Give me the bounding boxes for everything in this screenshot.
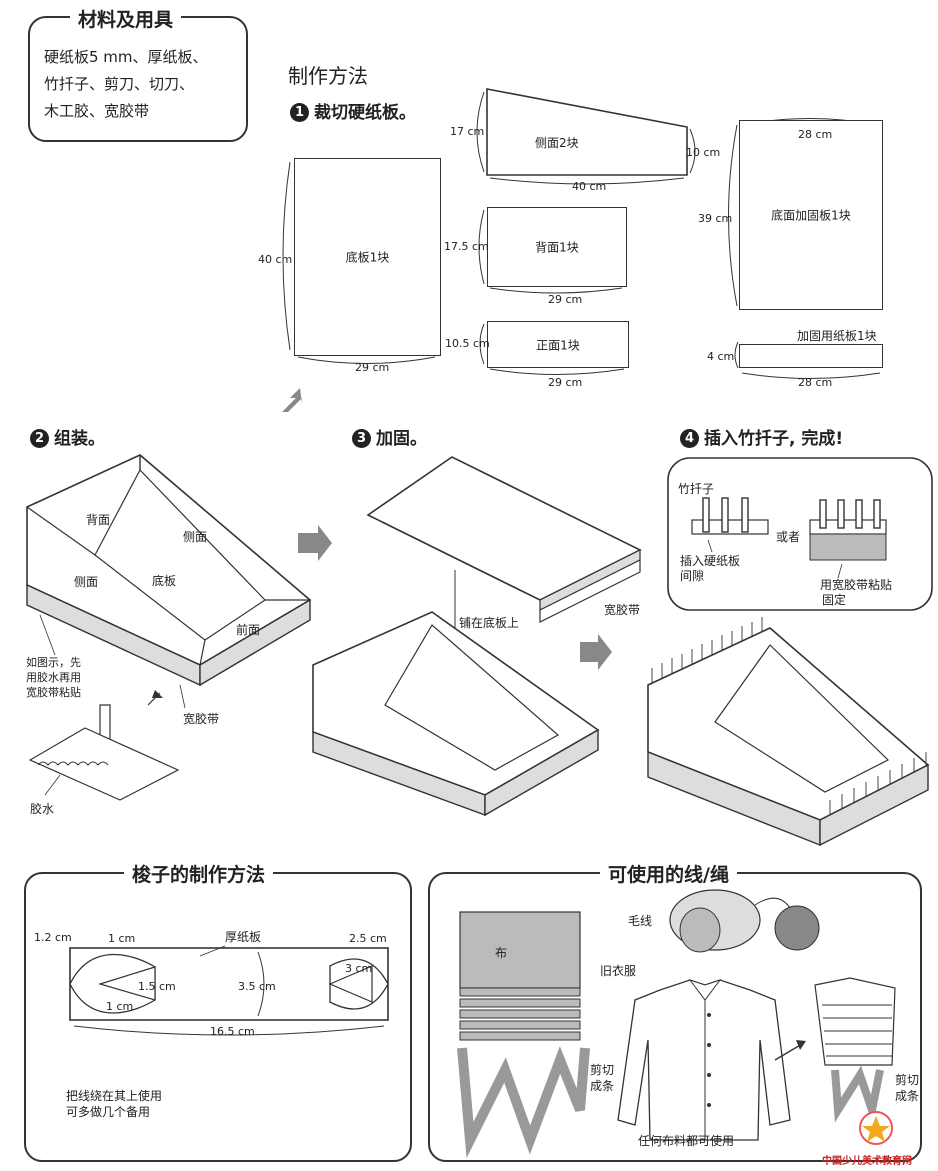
materials-line: 竹扦子、剪刀、切刀、 [44,75,195,93]
step1-heading: 1 裁切硬纸板。 [290,98,416,123]
step3-heading: 3 加固。 [352,424,427,449]
side-width-dim: 40 cm [572,180,607,193]
tape-fix-label: 用宽胶带粘贴 固定 [820,578,892,608]
front-width-dim: 29 cm [548,376,583,389]
shuttle-material-label: 厚纸板 [225,930,262,944]
step-number-badge: 1 [290,103,309,122]
tape-fix-line: 固定 [822,593,847,607]
note-line: 如图示，先 [26,656,81,669]
front-piece-label: 正面1块 [536,338,580,352]
strip-piece [739,344,883,368]
shuttle-dim-g: 3 cm [345,962,373,975]
shuttle-dim-a: 1.2 cm [34,931,72,944]
front-piece: 正面1块 [487,321,629,368]
step-number-badge: 2 [30,429,49,448]
cut-line: 剪切 [590,1063,615,1077]
back-piece-label: 背面1块 [535,240,579,255]
shuttle-dim-d: 1 cm [106,1000,134,1013]
materials-line: 木工胶、宽胶带 [44,102,150,120]
cut-strips-label-1: 剪切 成条 [590,1062,614,1094]
step2-title: 组装。 [54,429,105,449]
cut-line: 剪切 [895,1073,920,1087]
reinforce-tape-label: 宽胶带 [604,603,641,617]
strip-piece-label: 加固用纸板1块 [797,329,877,343]
materials-line: 硬纸板5 mm、厚纸板、 [44,48,208,66]
strip-height-dim: 4 cm [707,350,735,363]
shuttle-dim-b: 1 cm [108,932,136,945]
step4-heading: 4 插入竹扦子, 完成! [680,424,843,449]
cut-line: 成条 [590,1079,615,1093]
materials-title: 材料及用具 [70,5,182,32]
insert-gap-label: 插入硬纸板 间隙 [680,554,740,584]
assembly-note: 如图示，先 用胶水再用 宽胶带粘贴 [26,655,81,700]
tape-fix-line: 用宽胶带粘贴 [820,578,893,592]
front-height-dim: 10.5 cm [445,337,490,350]
yarn-label: 毛线 [628,914,653,928]
watermark-text: 中国少儿美术教育网 [822,1156,912,1167]
shuttle-dim-f: 2.5 cm [349,932,387,945]
step4-title: 插入竹扦子, 完成! [704,429,844,449]
shuttle-note-line: 把线绕在其上使用 [66,1089,163,1103]
reinforce-piece: 底面加固板1块 [739,120,883,310]
threads-note: 任何布料都可使用 [638,1134,735,1148]
shuttle-note-line: 可多做几个备用 [66,1105,151,1119]
back-piece: 背面1块 [487,207,627,287]
lay-on-base-label: 铺在底板上 [459,616,520,630]
base-piece-label: 底板1块 [345,250,390,265]
reinforce-height-dim: 39 cm [698,212,733,225]
method-title: 制作方法 [288,64,368,88]
assembly-side-label: 侧面 [74,575,99,589]
shuttle-note: 把线绕在其上使用 可多做几个备用 [66,1088,162,1120]
assembly-side-label: 侧面 [183,530,208,544]
or-label: 或者 [776,530,801,544]
step-number-badge: 3 [352,429,371,448]
side-short-dim: 10 cm [686,146,721,159]
strip-width-dim: 28 cm [798,376,833,389]
step2-heading: 2 组装。 [30,424,105,449]
assembly-glue-label: 胶水 [30,802,55,816]
cut-strips-label-2: 剪切 成条 [895,1072,919,1104]
materials-list: 硬纸板5 mm、厚纸板、 竹扦子、剪刀、切刀、 木工胶、宽胶带 [44,44,208,125]
cut-line: 成条 [895,1089,920,1103]
old-clothes-label: 旧衣服 [600,964,637,978]
assembly-base-label: 底板 [152,574,177,588]
assembly-tape-label: 宽胶带 [183,712,220,726]
cloth-label: 布 [495,946,508,960]
threads-title: 可使用的线/绳 [600,860,737,887]
back-height-dim: 17.5 cm [444,240,489,253]
skewer-label: 竹扦子 [678,482,715,496]
note-line: 用胶水再用 [26,671,81,684]
base-height-dim: 40 cm [258,253,293,266]
shuttle-dim-e: 3.5 cm [238,980,276,993]
side-piece-label: 侧面2块 [535,136,579,150]
shuttle-length-dim: 16.5 cm [210,1025,255,1038]
assembly-back-label: 背面 [86,513,111,527]
assembly-front-label: 前面 [236,623,261,637]
step1-title: 裁切硬纸板。 [314,103,416,123]
shuttle-dim-c: 1.5 cm [138,980,176,993]
insert-line: 间隙 [680,569,705,583]
step-number-badge: 4 [680,429,699,448]
step3-title: 加固。 [376,429,427,449]
back-width-dim: 29 cm [548,293,583,306]
base-width-dim: 29 cm [355,361,390,374]
shuttle-title: 梭子的制作方法 [124,860,274,887]
side-height-dim: 17 cm [450,125,485,138]
reinforce-width-dim: 28 cm [798,128,833,141]
base-piece: 底板1块 [294,158,441,356]
note-line: 宽胶带粘贴 [26,686,81,699]
reinforce-piece-label: 底面加固板1块 [771,208,851,223]
insert-line: 插入硬纸板 [680,554,741,568]
